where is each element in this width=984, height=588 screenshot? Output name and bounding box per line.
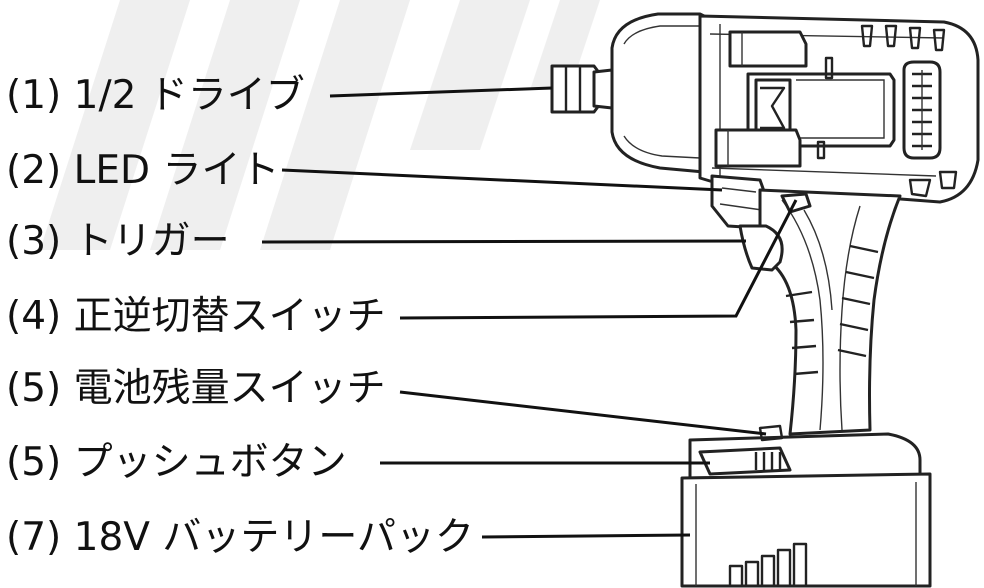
label-trigger: (3) トリガー xyxy=(6,219,230,264)
leader-battery-pack xyxy=(481,533,691,539)
label-battery-pack: (7) 18V バッテリーパック xyxy=(6,515,474,560)
label-led-light: (2) LED ライト xyxy=(6,148,280,193)
label-battery-level-switch: (5) 電池残量スイッチ xyxy=(6,366,386,411)
leader-led xyxy=(281,168,723,192)
background-stripes xyxy=(40,0,600,250)
tool-outline xyxy=(550,12,980,588)
label-drive: (1) 1/2 ドライブ xyxy=(6,73,305,118)
leader-battery-level-switch xyxy=(399,390,767,436)
leader-trigger xyxy=(261,239,747,244)
trigger-part xyxy=(738,224,784,272)
battery-pack-part xyxy=(680,472,932,588)
callout-lines xyxy=(261,86,798,539)
label-direction-switch: (4) 正逆切替スイッチ xyxy=(6,294,386,339)
leader-drive xyxy=(329,86,553,98)
leader-direction-switch xyxy=(399,199,798,320)
label-push-button: (5) プッシュボタン xyxy=(6,440,347,485)
